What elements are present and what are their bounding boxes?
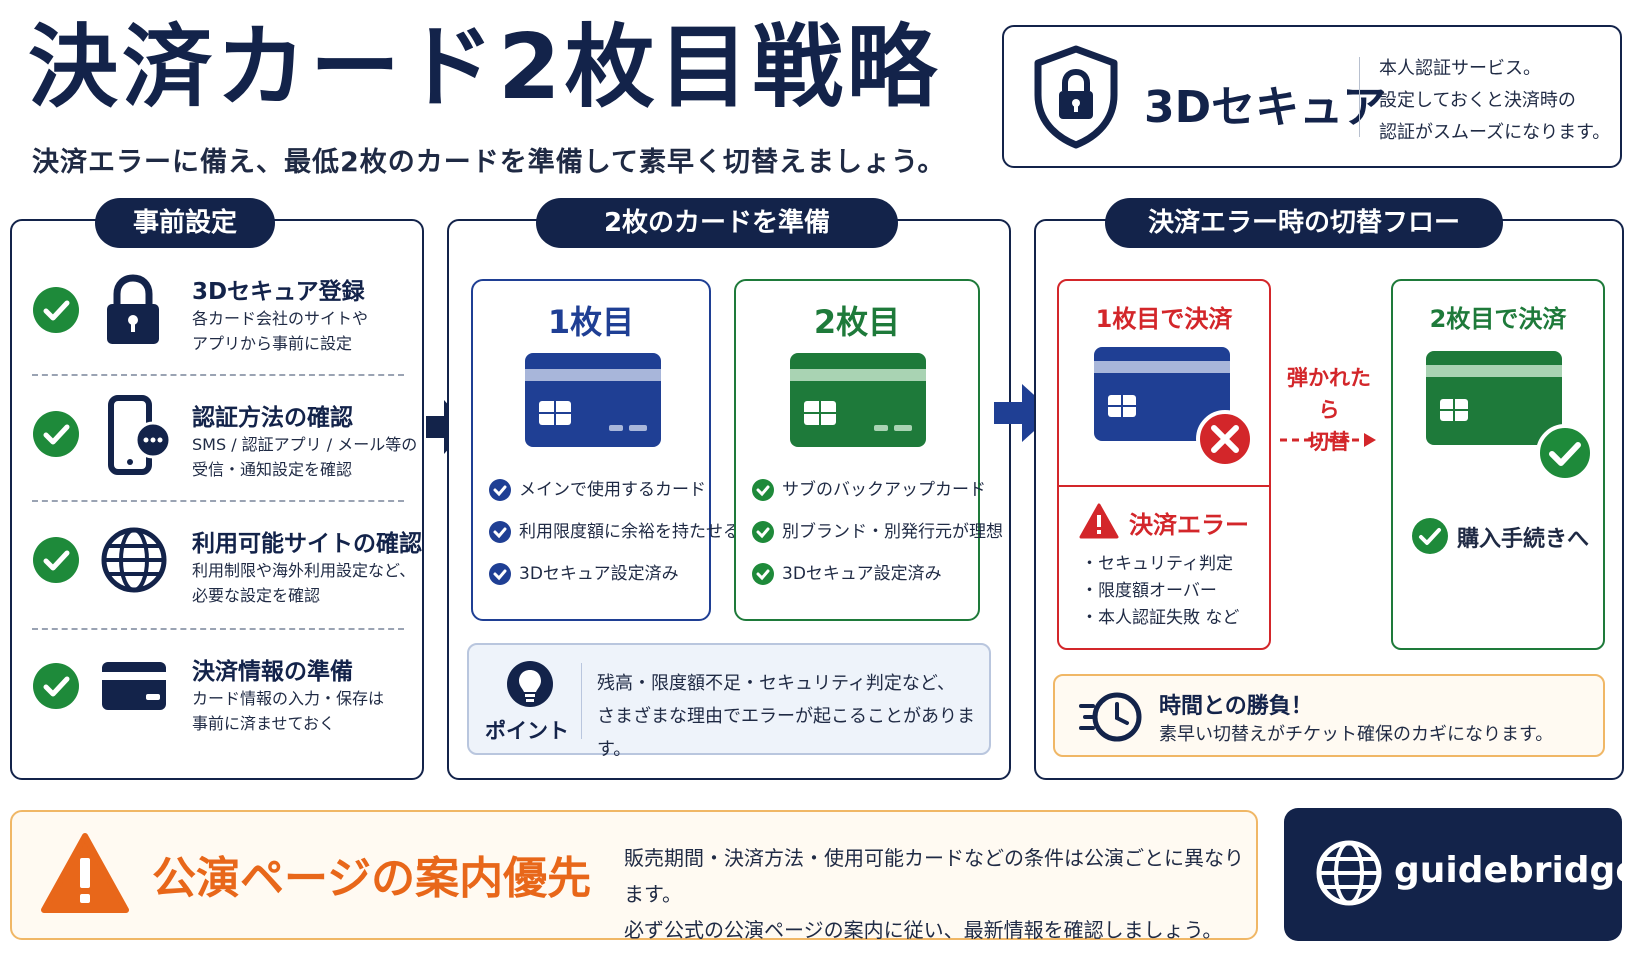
- official-page-text: 販売期間・決済方法・使用可能カードなどの条件は公演ごとに異なります。 必ず公式の…: [624, 846, 1244, 942]
- secure-divider: [1359, 57, 1360, 137]
- lightbulb-icon: [507, 661, 553, 707]
- secure-title: 3Dセキュア: [1144, 82, 1387, 133]
- divider: [32, 374, 404, 376]
- check-icon: [33, 287, 79, 333]
- globe-icon: [101, 527, 167, 593]
- green-card-icon: [1426, 351, 1562, 445]
- pre-item-title: 3Dセキュア登録: [192, 279, 365, 305]
- success-check-icon: [1536, 424, 1594, 482]
- secure-info-box: 3Dセキュア 本人認証サービス。 設定しておくと決済時の 認証がスムーズになりま…: [1002, 25, 1622, 168]
- time-title: 時間との勝負！: [1159, 694, 1313, 719]
- dashed-arrow-icon: [1280, 433, 1376, 447]
- pre-item-desc: SMS / 認証アプリ / メール等の 受信・通知設定を確認: [192, 435, 418, 479]
- error-reason-item: ・限度額オーバー: [1081, 581, 1217, 601]
- arrow-right-icon: [994, 384, 1054, 442]
- error-label: 決済エラー: [1129, 511, 1249, 539]
- check-icon: [752, 479, 774, 501]
- blue-card-icon: [525, 353, 661, 447]
- pre-item-title: 利用可能サイトの確認: [192, 531, 422, 557]
- check-icon: [1412, 518, 1448, 554]
- fast-clock-icon: [1079, 692, 1142, 742]
- point-box: ポイント 残高・限度額不足・セキュリティ判定など、 さまざまな理由でエラーが起こ…: [467, 643, 991, 760]
- time-box: 時間との勝負！ 素早い切替えがチケット確保のカギになります。: [1053, 674, 1605, 757]
- first-card-label: 1枚目で決済: [1095, 305, 1233, 333]
- check-icon: [489, 479, 511, 501]
- site-badge[interactable]: guidebridge.jp: [1284, 808, 1635, 941]
- point-text: 残高・限度額不足・セキュリティ判定など、 さまざまな理由でエラーが起こることがあ…: [597, 673, 975, 760]
- two-cards-heading: 2枚のカードを準備: [536, 198, 898, 248]
- globe-icon: [1316, 840, 1382, 906]
- switch-label: 弾かれたら 切替: [1280, 362, 1378, 458]
- card2-feature: 3Dセキュア設定済み: [752, 559, 942, 585]
- second-card-label: 2枚目で決済: [1429, 305, 1567, 333]
- check-icon: [33, 663, 79, 709]
- smartphone-icon: [108, 395, 172, 475]
- second-card-flow-box: 2枚目で決済 購入手続きへ: [1391, 279, 1605, 650]
- page-subtitle: 決済エラーに備え、最低2枚のカードを準備して素早く切替えましょう。: [32, 147, 946, 178]
- card2-label: 2枚目: [813, 303, 901, 341]
- official-page-box: 公演ページの案内優先 販売期間・決済方法・使用可能カードなどの条件は公演ごとに異…: [10, 810, 1258, 942]
- first-card-flow-box: 1枚目で決済 決済エラー ・セキュリティ判定 ・限度額オーバー ・本人認証失敗 …: [1057, 279, 1271, 650]
- time-text: 素早い切替えがチケット確保のカギになります。: [1159, 724, 1554, 745]
- check-icon: [752, 563, 774, 585]
- point-label: ポイント: [485, 719, 569, 743]
- switch-label-line: 切替: [1308, 430, 1350, 454]
- warning-icon: [41, 833, 129, 913]
- official-page-title: 公演ページの案内優先: [152, 853, 592, 904]
- check-icon: [489, 563, 511, 585]
- pre-settings-heading: 事前設定: [95, 198, 275, 248]
- credit-card-icon: [102, 662, 166, 710]
- secure-description: 本人認証サービス。 設定しておくと決済時の 認証がスムーズになります。: [1379, 58, 1611, 143]
- pre-item-desc: 各カード会社のサイトや アプリから事前に設定: [192, 309, 369, 353]
- pre-settings-panel: [10, 219, 424, 780]
- check-icon: [33, 537, 79, 583]
- flow-box-divider: [1059, 485, 1269, 487]
- green-card-icon: [790, 353, 926, 447]
- warning-icon: [1079, 503, 1119, 539]
- page-title: 決済カード2枚目戦略: [28, 15, 941, 120]
- pre-item-title: 認証方法の確認: [192, 405, 353, 431]
- error-x-icon: [1196, 410, 1254, 468]
- card1-box: 1枚目 メインで使用するカード 利用限度額に余裕を持たせる 3Dセキュア設定済み: [471, 279, 740, 621]
- purchase-label: 購入手続きへ: [1457, 527, 1590, 552]
- pre-item-desc: カード情報の入力・保存は 事前に済ませておく: [192, 689, 385, 733]
- check-icon: [33, 411, 79, 457]
- card1-feature: メインで使用するカード: [489, 475, 706, 501]
- error-reason-item: ・セキュリティ判定: [1081, 554, 1233, 574]
- card2-box: 2枚目 サブのバックアップカード 別ブランド・別発行元が理想 3Dセキュア設定済…: [734, 279, 1003, 621]
- blue-card-icon: [1094, 347, 1230, 441]
- card1-feature: 利用限度額に余裕を持たせる: [489, 517, 740, 543]
- divider: [32, 628, 404, 630]
- card2-feature: 別ブランド・別発行元が理想: [752, 517, 1003, 543]
- shield-lock-icon: [1034, 45, 1118, 149]
- lock-icon: [107, 274, 159, 344]
- point-divider: [581, 663, 582, 739]
- pre-item-desc: 利用制限や海外利用設定など、 必要な設定を確認: [192, 561, 416, 605]
- card1-label: 1枚目: [547, 303, 635, 341]
- divider: [32, 500, 404, 502]
- pre-item-title: 決済情報の準備: [192, 659, 353, 685]
- site-url: guidebridge.jp: [1394, 850, 1635, 891]
- flow-heading: 決済エラー時の切替フロー: [1105, 198, 1503, 248]
- card2-feature: サブのバックアップカード: [752, 475, 986, 501]
- card1-feature: 3Dセキュア設定済み: [489, 559, 679, 585]
- error-reasons: ・セキュリティ判定 ・限度額オーバー ・本人認証失敗 など: [1081, 551, 1239, 632]
- check-icon: [489, 521, 511, 543]
- switch-label-line: 弾かれたら: [1287, 366, 1371, 422]
- error-reason-item: ・本人認証失敗 など: [1081, 608, 1240, 628]
- check-icon: [752, 521, 774, 543]
